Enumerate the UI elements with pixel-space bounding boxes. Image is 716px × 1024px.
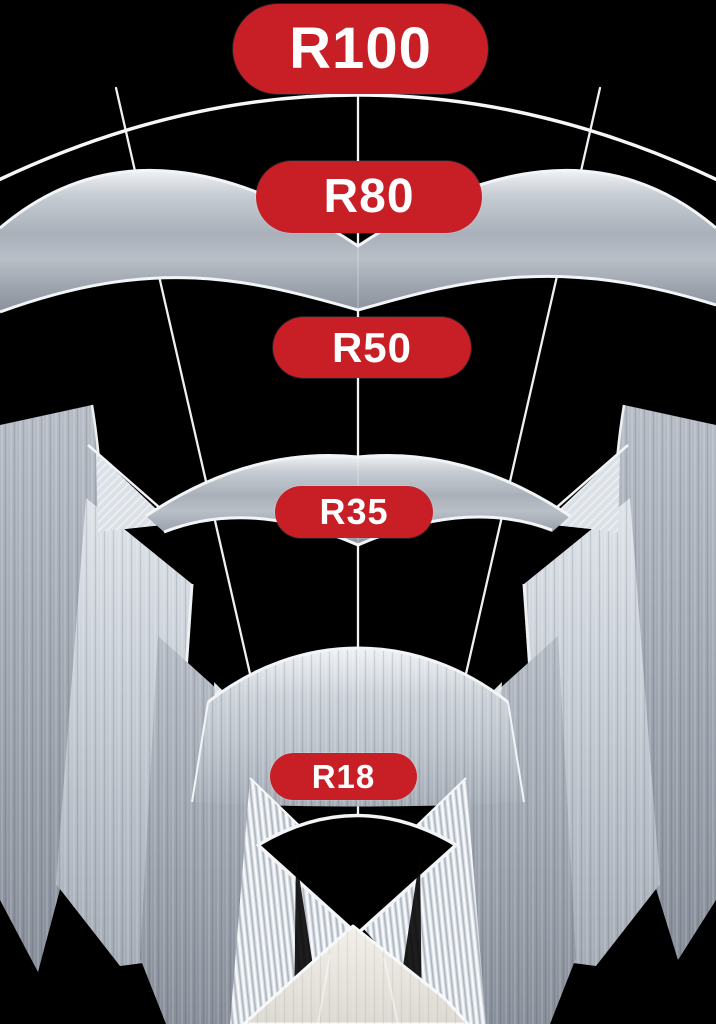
radius-badge-label: R18 <box>311 758 376 795</box>
radius-badge-label: R100 <box>289 16 432 81</box>
r80-band <box>0 168 716 314</box>
r18-corner-piece <box>242 924 470 1024</box>
radius-badge-r18: R18 <box>270 753 417 800</box>
radius-badge-r35: R35 <box>275 486 433 538</box>
radius-badge-label: R50 <box>331 323 413 371</box>
radius-badge-label: R35 <box>319 491 389 532</box>
radius-badge-r80: R80 <box>256 161 482 233</box>
radius-badge-label: R80 <box>323 170 415 223</box>
radius-badge-r100: R100 <box>233 4 488 94</box>
radius-badge-r50: R50 <box>273 317 471 378</box>
r100-rim-arc <box>0 93 716 182</box>
r18-fan-opening <box>256 813 458 936</box>
